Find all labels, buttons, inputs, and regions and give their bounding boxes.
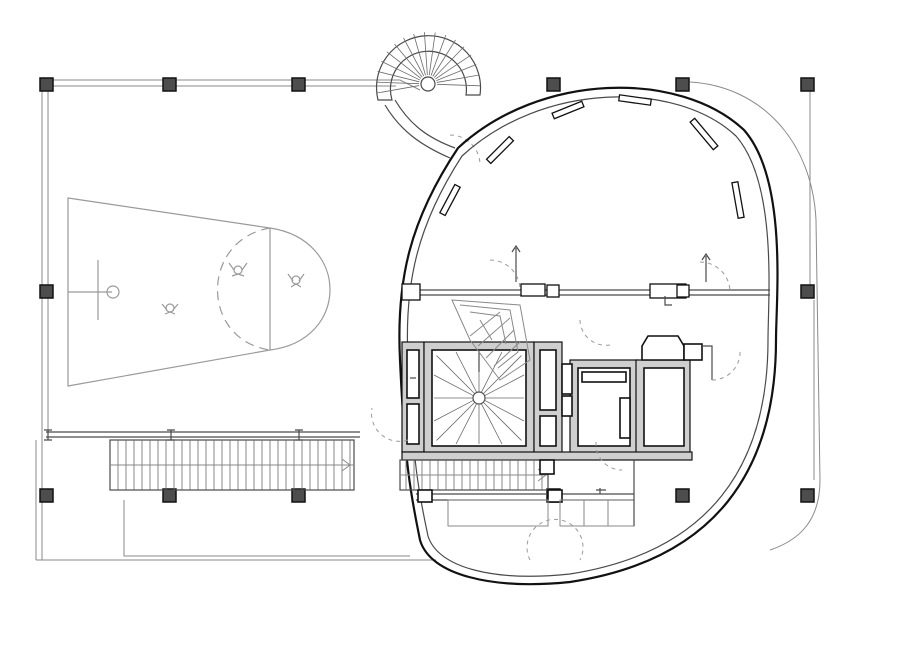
stair-tread bbox=[436, 64, 477, 81]
building-enclosure bbox=[398, 86, 779, 586]
window bbox=[438, 183, 462, 217]
column bbox=[162, 77, 177, 92]
spiral-staircase-top bbox=[375, 32, 482, 166]
stair-tread bbox=[377, 71, 420, 83]
stair-tread bbox=[376, 81, 420, 85]
window bbox=[551, 100, 585, 120]
interior-partitions bbox=[401, 244, 770, 346]
person-figure bbox=[228, 262, 248, 277]
stair-tread bbox=[433, 399, 474, 422]
stair-tread bbox=[484, 399, 525, 422]
roof-slab-outline bbox=[35, 79, 821, 561]
stair-tread bbox=[428, 32, 436, 76]
stair-tread bbox=[386, 51, 422, 79]
stair-tread bbox=[394, 43, 423, 78]
column bbox=[800, 77, 815, 92]
stair-tread bbox=[381, 60, 421, 81]
stair-tread bbox=[376, 85, 420, 94]
stair-tread bbox=[455, 351, 478, 393]
stair-tread bbox=[482, 401, 522, 441]
clerestory-windows bbox=[438, 94, 745, 220]
stair-tread bbox=[432, 39, 456, 77]
window bbox=[485, 135, 515, 165]
stair-tread bbox=[480, 403, 503, 445]
column bbox=[162, 488, 177, 503]
stair-tread bbox=[455, 403, 478, 445]
person-figure bbox=[161, 303, 179, 315]
stair-tread bbox=[435, 54, 472, 80]
stair-tread bbox=[403, 37, 425, 77]
column bbox=[675, 488, 690, 503]
stair-tread bbox=[436, 355, 476, 395]
column bbox=[546, 77, 561, 92]
hoop-circle bbox=[106, 285, 120, 299]
stair-tread bbox=[482, 355, 522, 395]
stair-tread bbox=[436, 401, 476, 441]
lower-built-ins bbox=[371, 407, 635, 561]
column bbox=[675, 77, 690, 92]
basketball-court bbox=[67, 197, 331, 387]
column bbox=[800, 488, 815, 503]
stair-tread bbox=[413, 33, 426, 76]
railing-bottom bbox=[44, 429, 360, 441]
structural-columns bbox=[39, 77, 815, 503]
window bbox=[731, 180, 745, 220]
column bbox=[291, 488, 306, 503]
column bbox=[800, 284, 815, 299]
stair-tread bbox=[423, 32, 428, 76]
stair-tread bbox=[436, 83, 480, 87]
stair-tread bbox=[433, 46, 465, 78]
straight-staircase bbox=[109, 439, 355, 491]
column bbox=[39, 488, 54, 503]
column bbox=[291, 77, 306, 92]
twisting-stair bbox=[451, 299, 531, 381]
service-core bbox=[401, 299, 741, 461]
stair-tread bbox=[484, 374, 525, 397]
column bbox=[39, 77, 54, 92]
window bbox=[689, 117, 719, 151]
stair-tread bbox=[433, 374, 474, 397]
stair-tread bbox=[430, 34, 447, 76]
lower-stair-inside bbox=[399, 459, 555, 491]
stair-tread bbox=[436, 74, 480, 83]
person-figure bbox=[287, 273, 305, 288]
window bbox=[618, 94, 652, 106]
stair-tread bbox=[480, 351, 503, 393]
column bbox=[39, 284, 54, 299]
